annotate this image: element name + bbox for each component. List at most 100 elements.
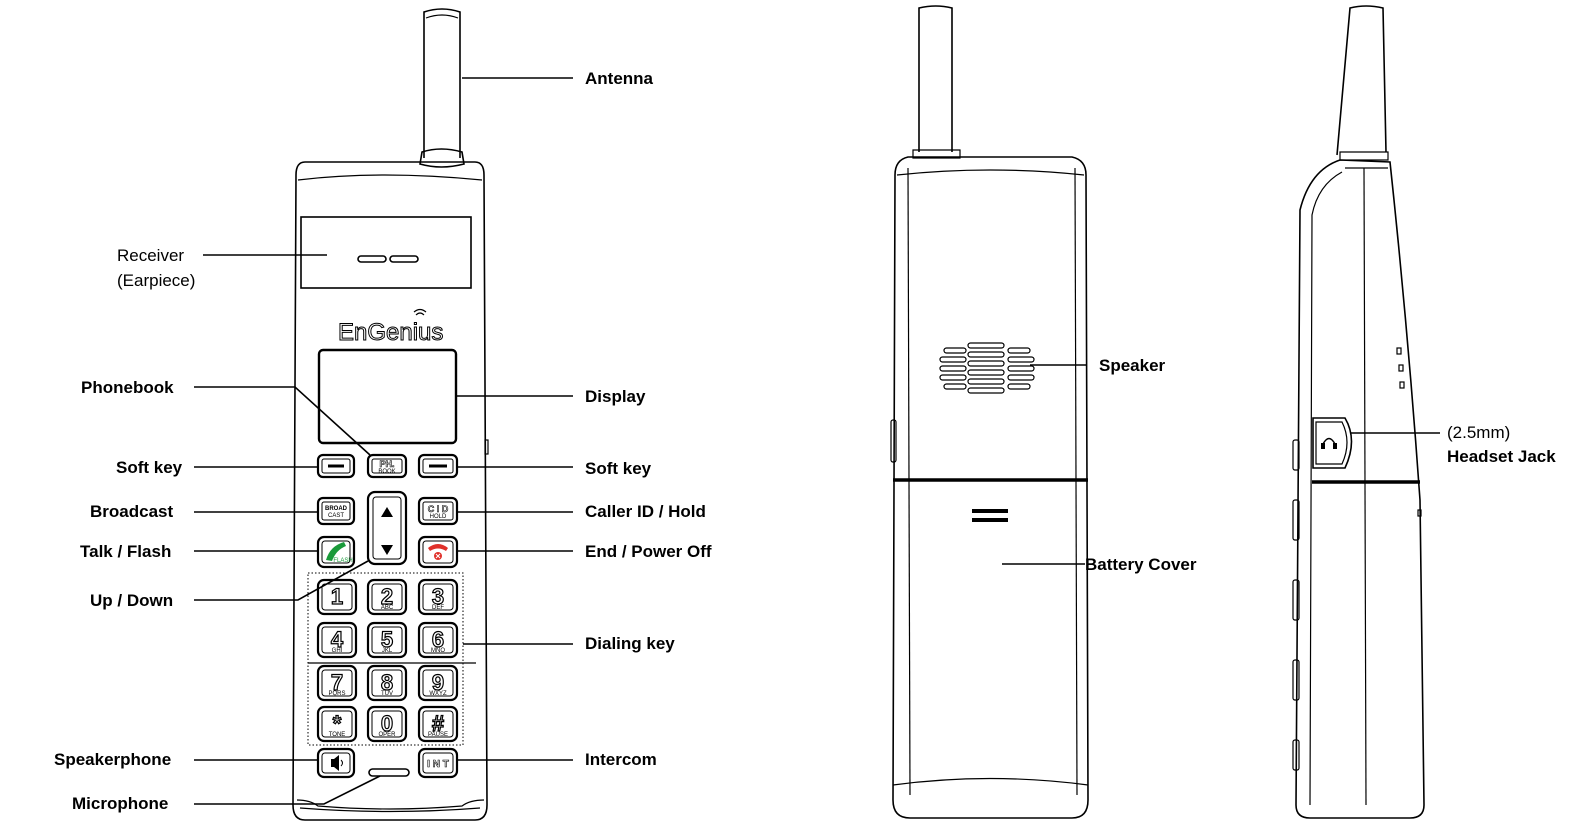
up-down-key[interactable]: [366, 490, 408, 566]
speaker-icon: [331, 755, 339, 771]
back-body: [892, 156, 1089, 819]
speakerphone-key[interactable]: [316, 747, 356, 779]
label-soft-key-left: Soft key: [116, 458, 183, 477]
label-phonebook: Phonebook: [81, 378, 174, 397]
label-intercom: Intercom: [585, 750, 657, 769]
label-up-down: Up / Down: [90, 591, 174, 610]
dial-key-digit: 9: [432, 670, 444, 695]
label-broadcast: Broadcast: [90, 502, 174, 521]
label-talk-flash: Talk / Flash: [80, 542, 172, 561]
back-handset: [890, 5, 1089, 819]
dial-key-digit: 3: [432, 584, 444, 609]
dial-key-digit: #: [432, 711, 444, 736]
dial-key-digit: 2: [381, 584, 393, 609]
back-leader-lines: [1002, 364, 1086, 565]
arrow-up-icon: [381, 507, 393, 517]
broadcast-key-label: BROAD: [325, 506, 348, 512]
cid-key-sub: HOLD: [430, 514, 447, 520]
broadcast-key-sub: CAST: [328, 513, 344, 519]
label-end-power-off: End / Power Off: [585, 542, 712, 561]
phonebook-key-label: PH.: [379, 459, 394, 469]
dial-key-star[interactable]: *TONE: [316, 705, 358, 743]
dial-key-letters: OPER: [378, 732, 396, 738]
dial-key-letters: WXYZ: [429, 691, 447, 697]
front-antenna: [419, 8, 465, 168]
side-body: [1295, 159, 1425, 819]
int-key-label: I N T: [427, 759, 449, 770]
front-leader-lines: [194, 77, 573, 805]
phonebook-key-sub: BOOK: [378, 469, 395, 475]
headset-jack: [1312, 417, 1353, 469]
intercom-key[interactable]: I N T: [417, 747, 459, 779]
dial-key-letters: MNO: [431, 648, 445, 654]
front-handset: EnGenius PH. BOOK BRO: [292, 8, 489, 821]
speaker-grille: [939, 342, 1035, 394]
dial-key-1[interactable]: 1: [316, 578, 358, 616]
dialing-keypad-region: [307, 572, 464, 746]
side-handset: [1292, 5, 1425, 819]
label-earpiece: (Earpiece): [117, 271, 196, 290]
soft-key-left[interactable]: [316, 453, 356, 479]
label-dialing-key: Dialing key: [585, 634, 675, 653]
label-antenna: Antenna: [585, 69, 653, 88]
phonebook-key[interactable]: PH. BOOK: [366, 453, 408, 479]
label-microphone: Microphone: [72, 794, 169, 813]
display-screen: [317, 348, 458, 445]
label-receiver: Receiver: [117, 246, 185, 265]
headset-icon: [1321, 437, 1337, 449]
earpiece-slots: [357, 255, 419, 263]
dial-key-letters: PAUSE: [428, 732, 448, 738]
battery-cover-latch: [972, 509, 1008, 522]
label-jack-size: (2.5mm): [1447, 423, 1511, 442]
dial-key-letters: ABC: [381, 605, 394, 611]
dial-key-digit: 1: [331, 584, 343, 609]
arrow-down-icon: [381, 545, 393, 555]
dial-key-digit: 4: [331, 627, 344, 652]
label-speaker: Speaker: [1099, 356, 1166, 375]
microphone-slot: [368, 768, 410, 777]
label-caller-id-hold: Caller ID / Hold: [585, 502, 706, 521]
dial-key-letters: JKL: [382, 648, 393, 654]
dial-key-digit: 6: [432, 627, 444, 652]
dial-key-digit: 8: [381, 670, 393, 695]
label-soft-key-right: Soft key: [585, 459, 652, 478]
dial-key-letters: GHI: [332, 648, 343, 654]
dial-key-letters: PQRS: [328, 691, 345, 697]
soft-key-right[interactable]: [417, 453, 459, 479]
label-display: Display: [585, 387, 646, 406]
dial-key-digit: 5: [381, 627, 393, 652]
brand-logo: EnGenius: [338, 319, 443, 346]
label-battery-cover: Battery Cover: [1085, 555, 1197, 574]
label-speakerphone: Speakerphone: [54, 750, 172, 769]
broadcast-key[interactable]: BROAD CAST: [316, 496, 356, 526]
front-body: [292, 161, 488, 821]
dial-key-letters: DEF: [432, 605, 444, 611]
cid-key-label: C I D: [428, 504, 449, 514]
dial-key-letters: TONE: [329, 732, 346, 738]
dial-key-hash[interactable]: #PAUSE: [417, 705, 459, 743]
dial-key-digit: *: [333, 711, 342, 736]
talk-handset-icon: [326, 542, 346, 561]
talk-key-sub: FLASH: [333, 558, 352, 564]
dial-key-digit: 0: [381, 711, 393, 736]
wifi-mark-icon: [413, 308, 427, 316]
talk-flash-key[interactable]: FLASH: [316, 535, 356, 569]
dial-key-digit: 7: [331, 670, 343, 695]
end-power-off-key[interactable]: [417, 535, 459, 569]
caller-id-hold-key[interactable]: C I D HOLD: [417, 496, 459, 526]
receiver-panel: [300, 216, 472, 289]
dial-key-letters: TUV: [381, 691, 393, 697]
end-handset-icon: [428, 544, 448, 551]
label-headset-jack: Headset Jack: [1447, 447, 1556, 466]
